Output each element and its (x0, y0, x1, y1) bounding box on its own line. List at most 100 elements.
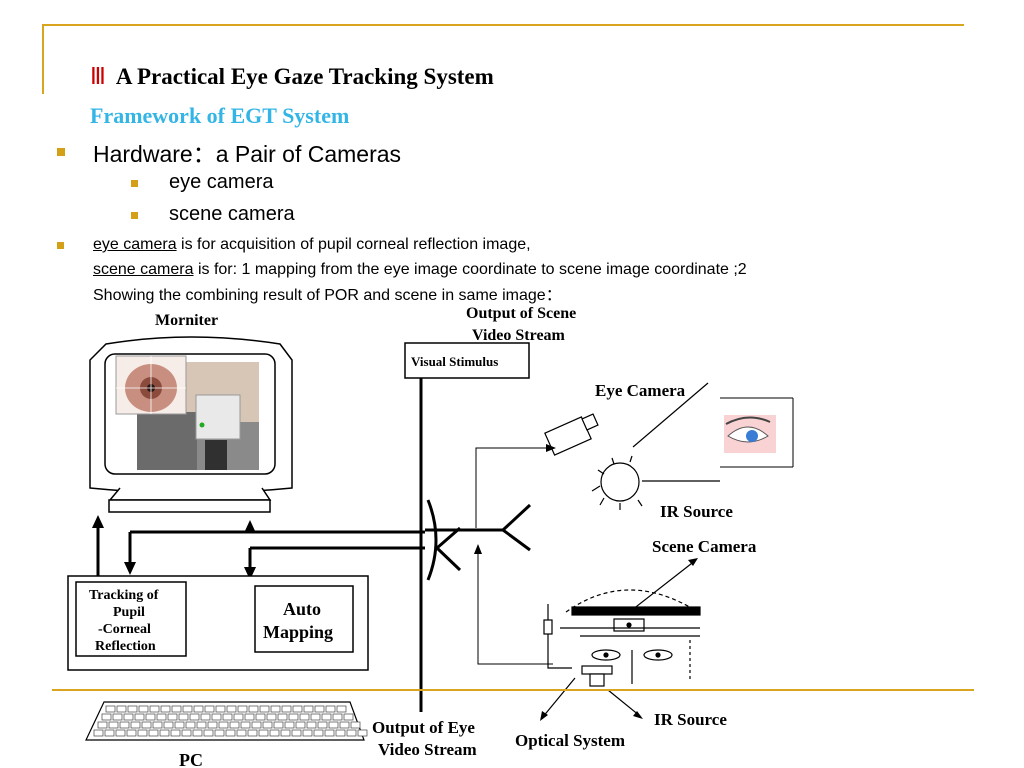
keyboard-key (248, 705, 259, 713)
keyboard-key (255, 713, 266, 721)
keyboard-key (167, 713, 178, 721)
keyboard-key (108, 721, 119, 729)
tracking-line2: Pupil (113, 605, 145, 620)
keyboard-key (218, 721, 229, 729)
note-line-2: scene camera is for: 1 mapping from the … (93, 257, 747, 283)
keyboard-key (335, 729, 346, 737)
keyboard-icon (85, 701, 368, 741)
bullet-eye-camera: eye camera (169, 171, 274, 193)
keyboard-key (193, 705, 204, 713)
keyboard-key (277, 713, 288, 721)
keyboard-key (130, 721, 141, 729)
tracking-line3: -Corneal (98, 622, 151, 637)
keyboard-key (313, 729, 324, 737)
keyboard-key (269, 729, 280, 737)
keyboard-key (317, 721, 328, 729)
keyboard-key (270, 705, 281, 713)
keyboard-key (192, 729, 203, 737)
keyboard-key (222, 713, 233, 721)
keyboard-key (148, 729, 159, 737)
scene-camera-link[interactable]: scene camera (93, 261, 194, 278)
section-number: Ⅲ (90, 64, 106, 89)
keyboard-key (325, 705, 336, 713)
scene-camera-label: Scene Camera (652, 537, 757, 556)
keyboard-key (149, 705, 160, 713)
keyboard-key (145, 713, 156, 721)
keyboard-key (105, 705, 116, 713)
keyboard-key (178, 713, 189, 721)
head-rig (543, 589, 701, 687)
tracking-line1: Tracking of (89, 588, 159, 603)
keyboard-key (127, 705, 138, 713)
keyboard-key (211, 713, 222, 721)
keyboard-key (233, 713, 244, 721)
keyboard-key (310, 713, 321, 721)
keyboard-key (119, 721, 130, 729)
bullet-marker (57, 148, 65, 156)
keyboard-key (328, 721, 339, 729)
slide-top-rule (42, 24, 964, 26)
keyboard-key (116, 705, 127, 713)
keyboard-key (280, 729, 291, 737)
keyboard-key (346, 729, 357, 737)
note-eye-text: is for acquisition of pupil corneal refl… (176, 236, 531, 253)
bullet-scene-camera: scene camera (169, 203, 295, 225)
keyboard-key (185, 721, 196, 729)
keyboard-key (251, 721, 262, 729)
output-eye-line1: Output of Eye (372, 718, 475, 737)
keyboard-key (262, 721, 273, 729)
eye-camera-link[interactable]: eye camera (93, 236, 177, 253)
keyboard-key (163, 721, 174, 729)
keyboard-key (101, 713, 112, 721)
keyboard-key (226, 705, 237, 713)
keyboard-key (93, 729, 104, 737)
keyboard-key (336, 705, 347, 713)
keyboard-key (291, 729, 302, 737)
keyboard-key (259, 705, 270, 713)
output-scene-line1: Output of Scene (466, 305, 576, 322)
keyboard-key (288, 713, 299, 721)
bullet-marker (131, 180, 138, 187)
keyboard-key (339, 721, 350, 729)
keyboard-key (266, 713, 277, 721)
slide-title: Ⅲ A Practical Eye Gaze Tracking System (90, 64, 494, 90)
keyboard-key (196, 721, 207, 729)
keyboard-key (181, 729, 192, 737)
ir-source-bottom-label: IR Source (654, 710, 727, 729)
output-eye-line2: Video Stream (378, 740, 477, 759)
keyboard-key (247, 729, 258, 737)
keyboard-key (156, 713, 167, 721)
ir-bulb-icon (591, 455, 643, 510)
keyboard-key (182, 705, 193, 713)
eye-camera-label: Eye Camera (595, 381, 686, 400)
keyboard-key (299, 713, 310, 721)
keyboard-key (214, 729, 225, 737)
keyboard-key (215, 705, 226, 713)
keyboard-key (141, 721, 152, 729)
slide-bottom-rule (52, 689, 974, 691)
keyboard-key (126, 729, 137, 737)
keyboard-key (332, 713, 343, 721)
auto-mapping-line1: Auto (283, 599, 321, 619)
monitor (89, 336, 293, 513)
keyboard-key (292, 705, 303, 713)
keyboard-key (314, 705, 325, 713)
visual-stimulus-box (404, 342, 530, 379)
keyboard-key (302, 729, 313, 737)
bullet-marker (131, 212, 138, 219)
keyboard-key (134, 713, 145, 721)
keyboard-key (258, 729, 269, 737)
bullet-marker (57, 242, 64, 249)
keyboard-key (229, 721, 240, 729)
slide-subtitle: Framework of EGT System (90, 103, 350, 128)
optical-system-label: Optical System (515, 731, 625, 750)
title-text: A Practical Eye Gaze Tracking System (115, 64, 494, 89)
keyboard-key (281, 705, 292, 713)
note-scene-text: is for: 1 mapping from the eye image coo… (193, 261, 747, 278)
auto-mapping-line2: Mapping (263, 622, 333, 642)
keyboard-key (189, 713, 200, 721)
keyboard-key (295, 721, 306, 729)
keyboard-key (306, 721, 317, 729)
keyboard-key (159, 729, 170, 737)
